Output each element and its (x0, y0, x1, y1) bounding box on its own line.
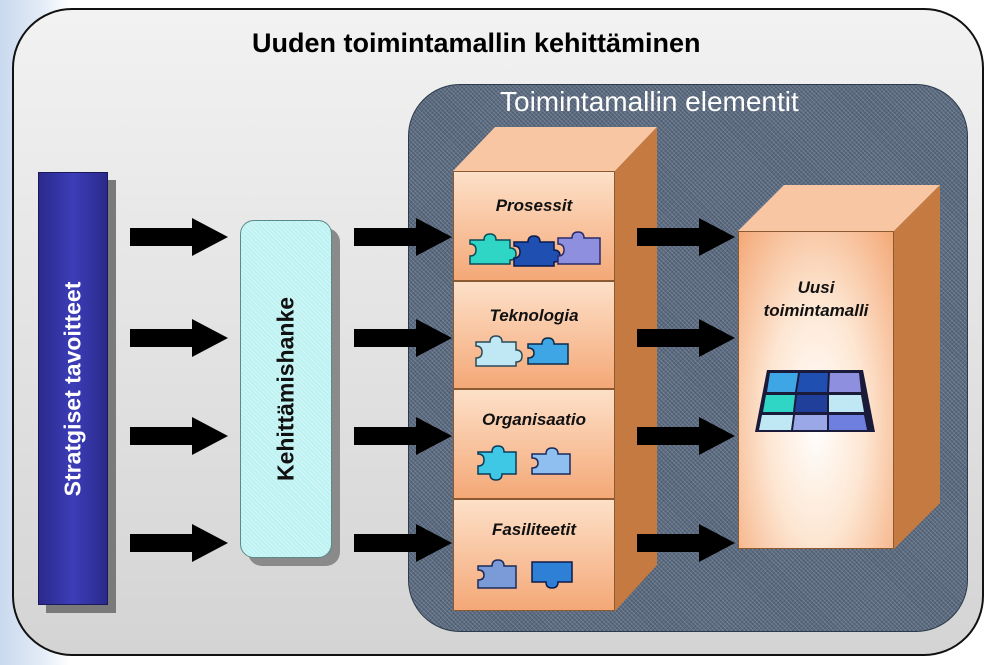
layer-fasiliteetit: Fasiliteetit (453, 499, 615, 611)
arrow-right-icon (130, 319, 228, 357)
development-project-label: Kehittämishanke (272, 296, 299, 482)
result-cube-side (894, 185, 940, 549)
strategic-goals-label: Stratgiset tavoitteet (59, 281, 86, 496)
strategic-goals-bar: Stratgiset tavoitteet (38, 172, 108, 605)
result-label: Uusi toimintamalli (739, 276, 893, 322)
result-label-line2: toimintamalli (763, 301, 869, 320)
arrow-right-icon (354, 319, 452, 357)
layer-label: Fasiliteetit (491, 520, 577, 539)
arrow-right-icon (130, 524, 228, 562)
elements-panel-title: Toimintamallin elementit (500, 86, 799, 117)
diagram-title: Uuden toimintamallin kehittäminen (252, 28, 701, 58)
arrow-right-icon (637, 319, 735, 357)
arrow-right-icon (130, 218, 228, 256)
result-label-line1: Uusi (797, 278, 835, 297)
layer-label: Organisaatio (482, 410, 586, 429)
puzzle-pieces-icon (477, 445, 571, 481)
elements-cube-side (615, 127, 657, 611)
arrow-right-icon (354, 218, 452, 256)
new-operating-model-box: Uusi toimintamalli (738, 231, 894, 549)
puzzle-pieces-icon (477, 559, 573, 589)
layer-prosessit: Prosessit (453, 171, 615, 281)
arrow-right-icon (637, 524, 735, 562)
development-project-box: Kehittämishanke (240, 220, 332, 558)
layer-teknologia: Teknologia (453, 281, 615, 389)
puzzle-pieces-icon (469, 231, 601, 267)
arrow-right-icon (130, 417, 228, 455)
arrow-right-icon (637, 417, 735, 455)
arrow-right-icon (354, 524, 452, 562)
layer-organisaatio: Organisaatio (453, 389, 615, 499)
layer-label: Teknologia (489, 306, 579, 325)
puzzle-pieces-icon (475, 335, 569, 367)
arrow-right-icon (354, 417, 452, 455)
arrow-right-icon (637, 218, 735, 256)
layer-label: Prosessit (495, 196, 573, 215)
completed-puzzle-icon (755, 370, 875, 432)
